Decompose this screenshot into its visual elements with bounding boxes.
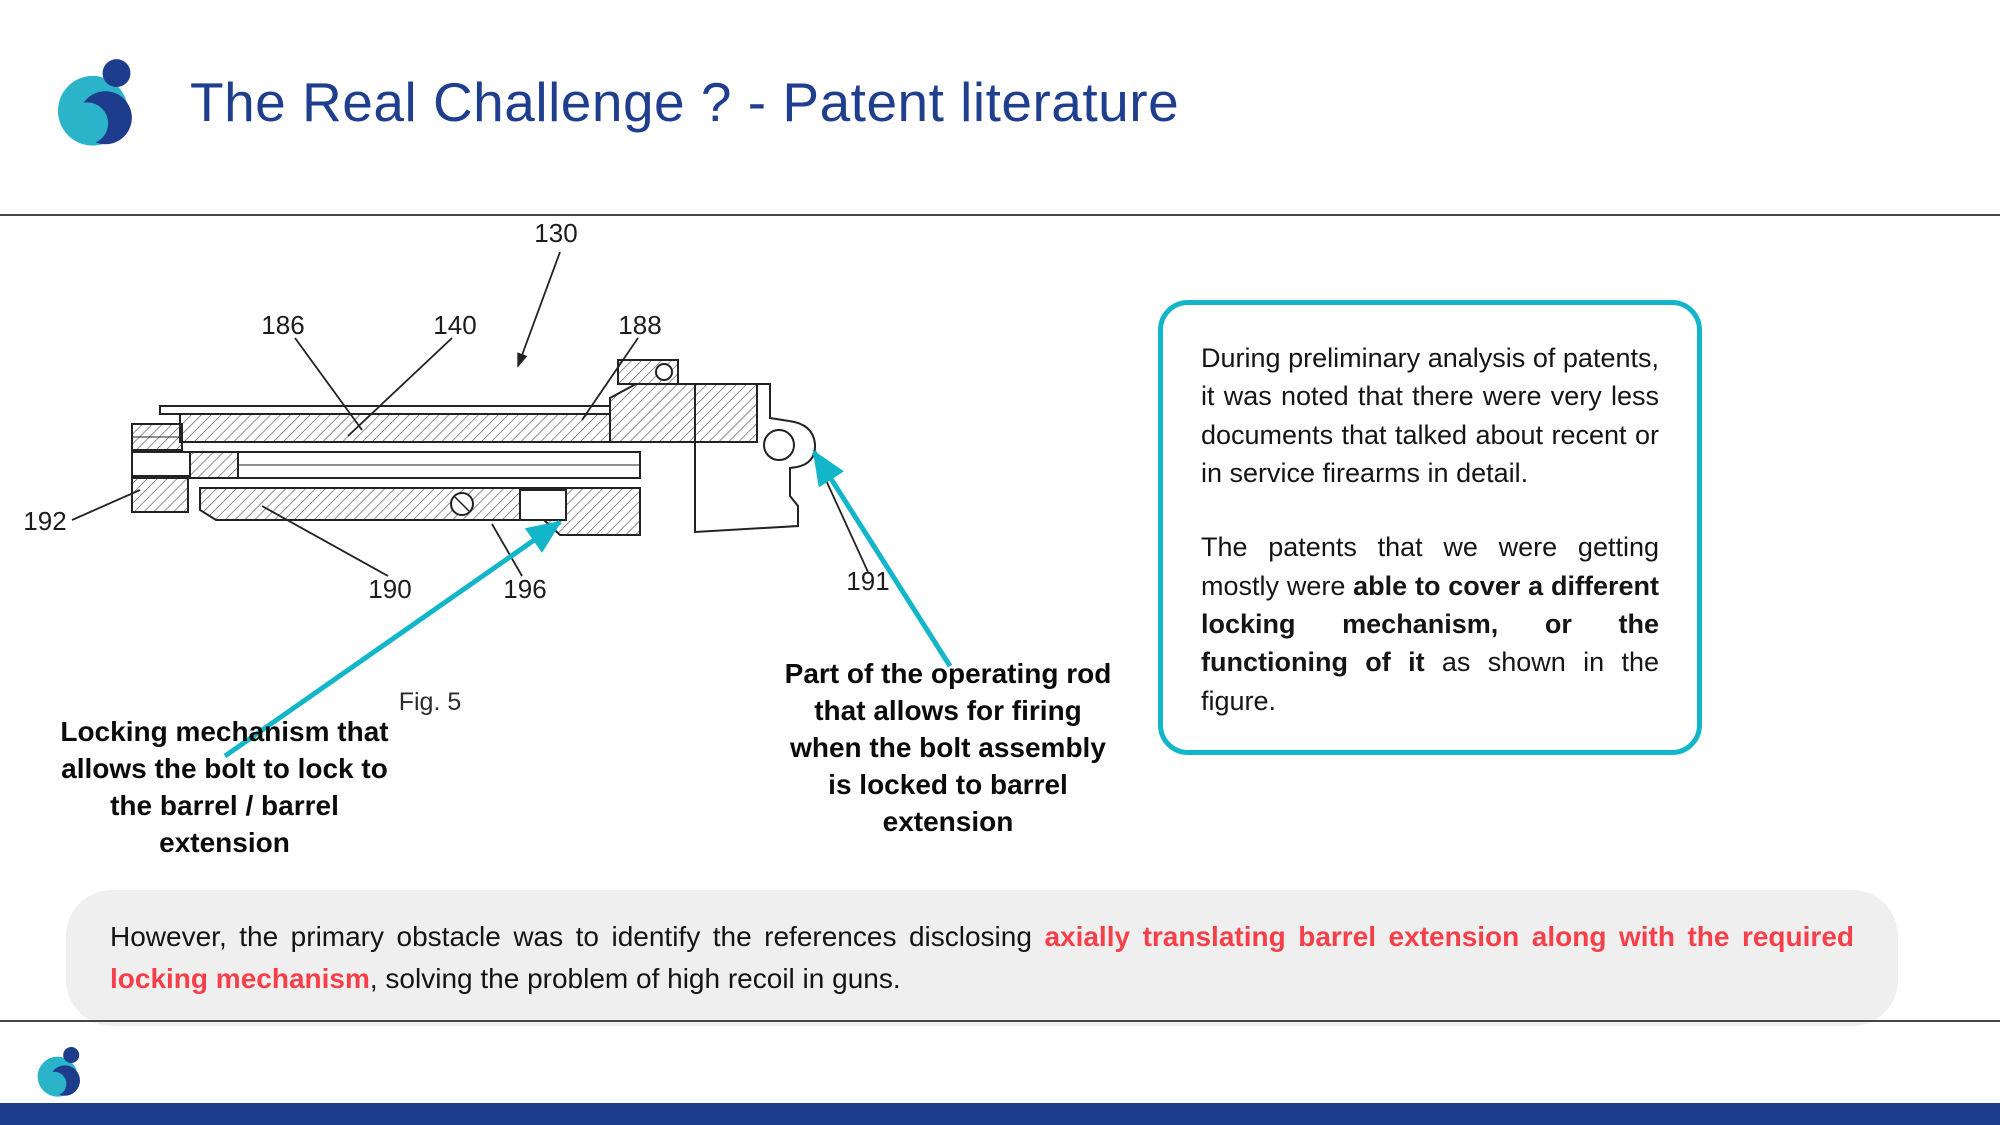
callout-operating-rod: Part of the operating rod that allows fo…: [784, 658, 1112, 837]
header-divider: [0, 214, 2000, 216]
figure-ref-130: 130: [534, 218, 578, 248]
page-title: The Real Challenge ? - Patent literature: [190, 71, 1180, 133]
figure-ref-192: 192: [23, 506, 67, 536]
figure-ref-191: 191: [846, 566, 890, 596]
figure-caption: Fig. 5: [398, 688, 462, 716]
footer-divider: [0, 1020, 2000, 1022]
figure-ref-196: 196: [503, 574, 547, 604]
company-logo-icon: [57, 59, 132, 146]
side-note-paragraph-1: During preliminary analysis of patents, …: [1201, 343, 1659, 488]
side-note-bold-text: able to cover a different locking mechan…: [1201, 570, 1659, 678]
bottom-text-tail: , solving the problem of high recoil in …: [369, 963, 901, 994]
side-note-paragraph-2: The patents that we were getting mostly …: [1201, 532, 1660, 716]
bottom-text-lead: However, the primary obstacle was to ide…: [110, 921, 1045, 952]
annotation-arrow-icons: [223, 449, 953, 759]
reference-leader-lines: [71, 251, 869, 577]
figure-ref-140: 140: [433, 310, 477, 340]
side-note-box: During preliminary analysis of patents, …: [1158, 300, 1702, 755]
bottom-highlight-box: However, the primary obstacle was to ide…: [66, 890, 1898, 1026]
footer-logo-icon: [37, 1047, 80, 1097]
figure-ref-186: 186: [261, 310, 305, 340]
bolt-assembly-shapes: [131, 359, 817, 536]
patent-figure-drawing: [71, 251, 953, 759]
callout-locking-mechanism: Locking mechanism that allows the bolt t…: [60, 716, 389, 858]
bottom-text-red-highlight: axially translating barrel extension alo…: [110, 921, 1854, 994]
figure-ref-188: 188: [618, 310, 662, 340]
figure-ref-190: 190: [368, 574, 412, 604]
footer-bar: [0, 1103, 2000, 1125]
